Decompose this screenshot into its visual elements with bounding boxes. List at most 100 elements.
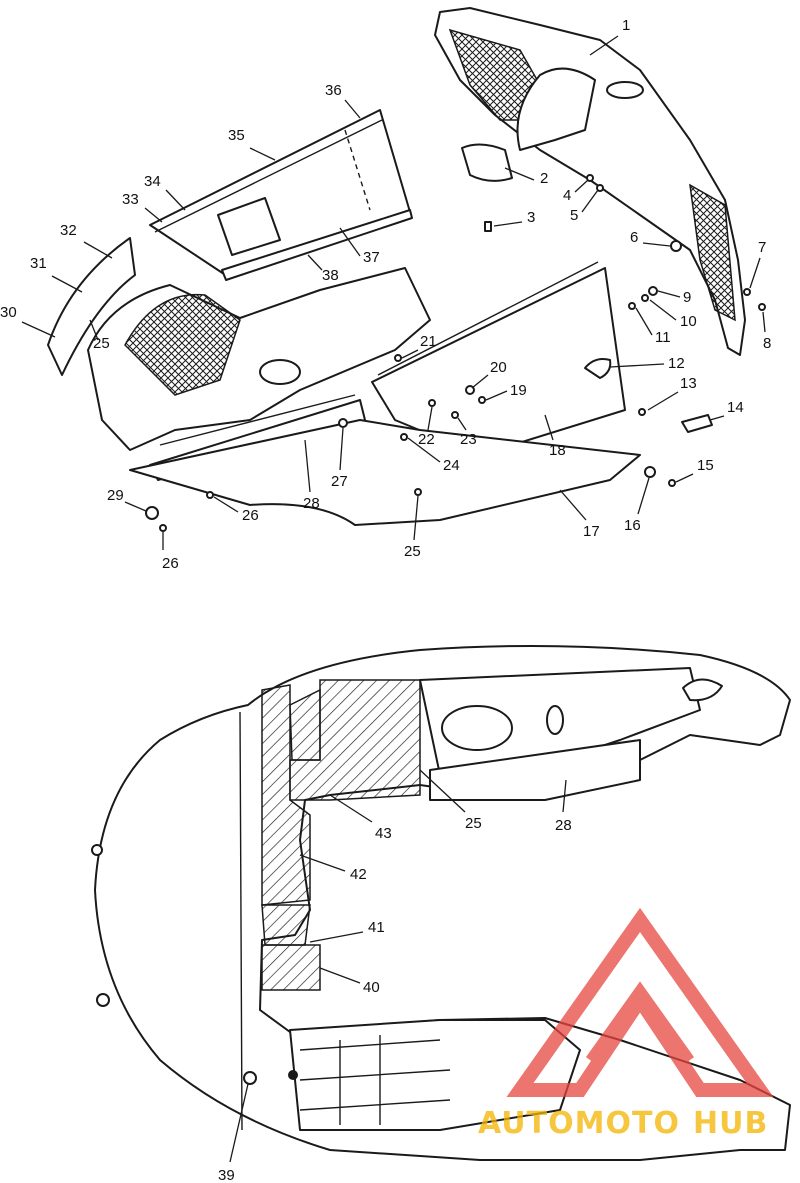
leader-line — [647, 391, 679, 411]
callout-number: 2 — [540, 170, 548, 187]
callout-number: 29 — [107, 487, 124, 504]
leader-line — [401, 349, 419, 359]
leader-line — [637, 477, 650, 515]
fastener-10 — [641, 294, 649, 302]
right-rail-lip — [377, 261, 599, 376]
leader-line — [574, 179, 589, 193]
leader-line — [649, 299, 677, 321]
callout-number: 23 — [460, 431, 477, 448]
callout-number: 28 — [303, 495, 320, 512]
watermark-logo-triangle — [506, 907, 774, 1097]
insulation-pad-40 — [261, 904, 311, 946]
headlight-bore — [441, 705, 513, 751]
left-rail-inner — [159, 394, 356, 446]
callout-number: 39 — [218, 1167, 235, 1183]
leader-line — [589, 35, 619, 56]
callout-number: 14 — [727, 399, 744, 416]
leader-line — [493, 221, 523, 227]
callout-number: 13 — [680, 375, 697, 392]
panel-window — [217, 197, 281, 256]
callout-number: 8 — [763, 335, 771, 352]
leader-line — [144, 207, 163, 223]
callout-number: 25 — [404, 543, 421, 560]
callout-number: 1 — [622, 17, 630, 34]
callout-number: 11 — [655, 329, 671, 346]
callout-number: 6 — [630, 229, 638, 246]
fastener-5 — [596, 184, 604, 192]
fastener-19 — [478, 396, 486, 404]
headlight-center — [546, 705, 564, 735]
tail-light — [682, 678, 723, 702]
fastener-6 — [670, 240, 682, 252]
callout-number: 40 — [363, 979, 380, 996]
fastener-23 — [451, 411, 459, 419]
leader-line — [657, 290, 681, 298]
windshield-strip-part — [47, 237, 136, 376]
callout-number: 10 — [680, 313, 697, 330]
leader-line — [635, 307, 653, 336]
upper-panel-trim — [154, 119, 383, 233]
lower-trim-strip — [221, 209, 413, 281]
air-duct-part — [461, 143, 513, 182]
leader-line — [304, 439, 311, 493]
fastener-22 — [428, 399, 436, 407]
callout-number: 27 — [331, 473, 348, 490]
callout-number: 22 — [418, 431, 435, 448]
insulation-pad-39 — [261, 944, 321, 991]
lower-plate-grid — [299, 1035, 451, 1125]
leader-line — [413, 495, 419, 541]
leader-line — [307, 254, 323, 271]
leader-line — [407, 437, 441, 463]
fasteners — [145, 174, 766, 532]
lower-plate — [289, 1019, 581, 1131]
fastener-26b — [338, 418, 348, 428]
fastener-8 — [758, 303, 766, 311]
leader-line — [675, 473, 694, 483]
insulation-pad-43 — [289, 688, 321, 761]
headlight-opening — [606, 81, 644, 99]
leader-line — [339, 427, 344, 471]
callout-number: 19 — [510, 382, 527, 399]
callout-number: 9 — [683, 289, 691, 306]
leader-line — [504, 167, 535, 181]
leader-line — [485, 390, 508, 401]
fastener-21 — [394, 354, 402, 362]
watermark-text: AUTOMOTO — [478, 1106, 680, 1141]
fastener-11 — [628, 302, 636, 310]
fastener-24 — [400, 433, 408, 441]
callout-number: 42 — [350, 866, 367, 883]
callout-number: 16 — [624, 517, 641, 534]
side-vent-grill — [689, 183, 736, 322]
callout-number: 25 — [93, 335, 110, 352]
leader-line — [344, 99, 361, 119]
leader-line — [339, 227, 361, 257]
leader-line — [229, 1083, 249, 1163]
leader-line — [124, 501, 147, 512]
leader-line — [544, 414, 554, 441]
leader-line — [309, 931, 364, 943]
leader-line — [51, 275, 83, 293]
fastener-4 — [586, 174, 594, 182]
leader-line — [21, 321, 56, 338]
callout-number: 12 — [668, 355, 685, 372]
callout-number: 26 — [242, 507, 259, 524]
fastener-7 — [743, 288, 751, 296]
leader-line — [709, 415, 725, 421]
callout-number: 33 — [122, 191, 139, 208]
callout-number: 31 — [30, 255, 47, 272]
callout-number: 26 — [162, 555, 179, 572]
leader-line — [329, 794, 373, 823]
leader-line — [89, 319, 99, 341]
automotohub-watermark: AUTOMOTO HUB — [478, 907, 774, 1141]
watermark-logo-inner — [585, 981, 695, 1063]
bracket-part — [584, 358, 612, 379]
hood-inner-edge — [239, 711, 243, 1131]
console-grill — [124, 293, 241, 396]
callout-number: 15 — [697, 457, 714, 474]
lower-assembled-view — [91, 645, 791, 1161]
callout-number: 32 — [60, 222, 77, 239]
headlight-duct-part — [516, 67, 596, 151]
fastener-26a — [206, 491, 214, 499]
belly-plate-25 — [429, 739, 641, 801]
